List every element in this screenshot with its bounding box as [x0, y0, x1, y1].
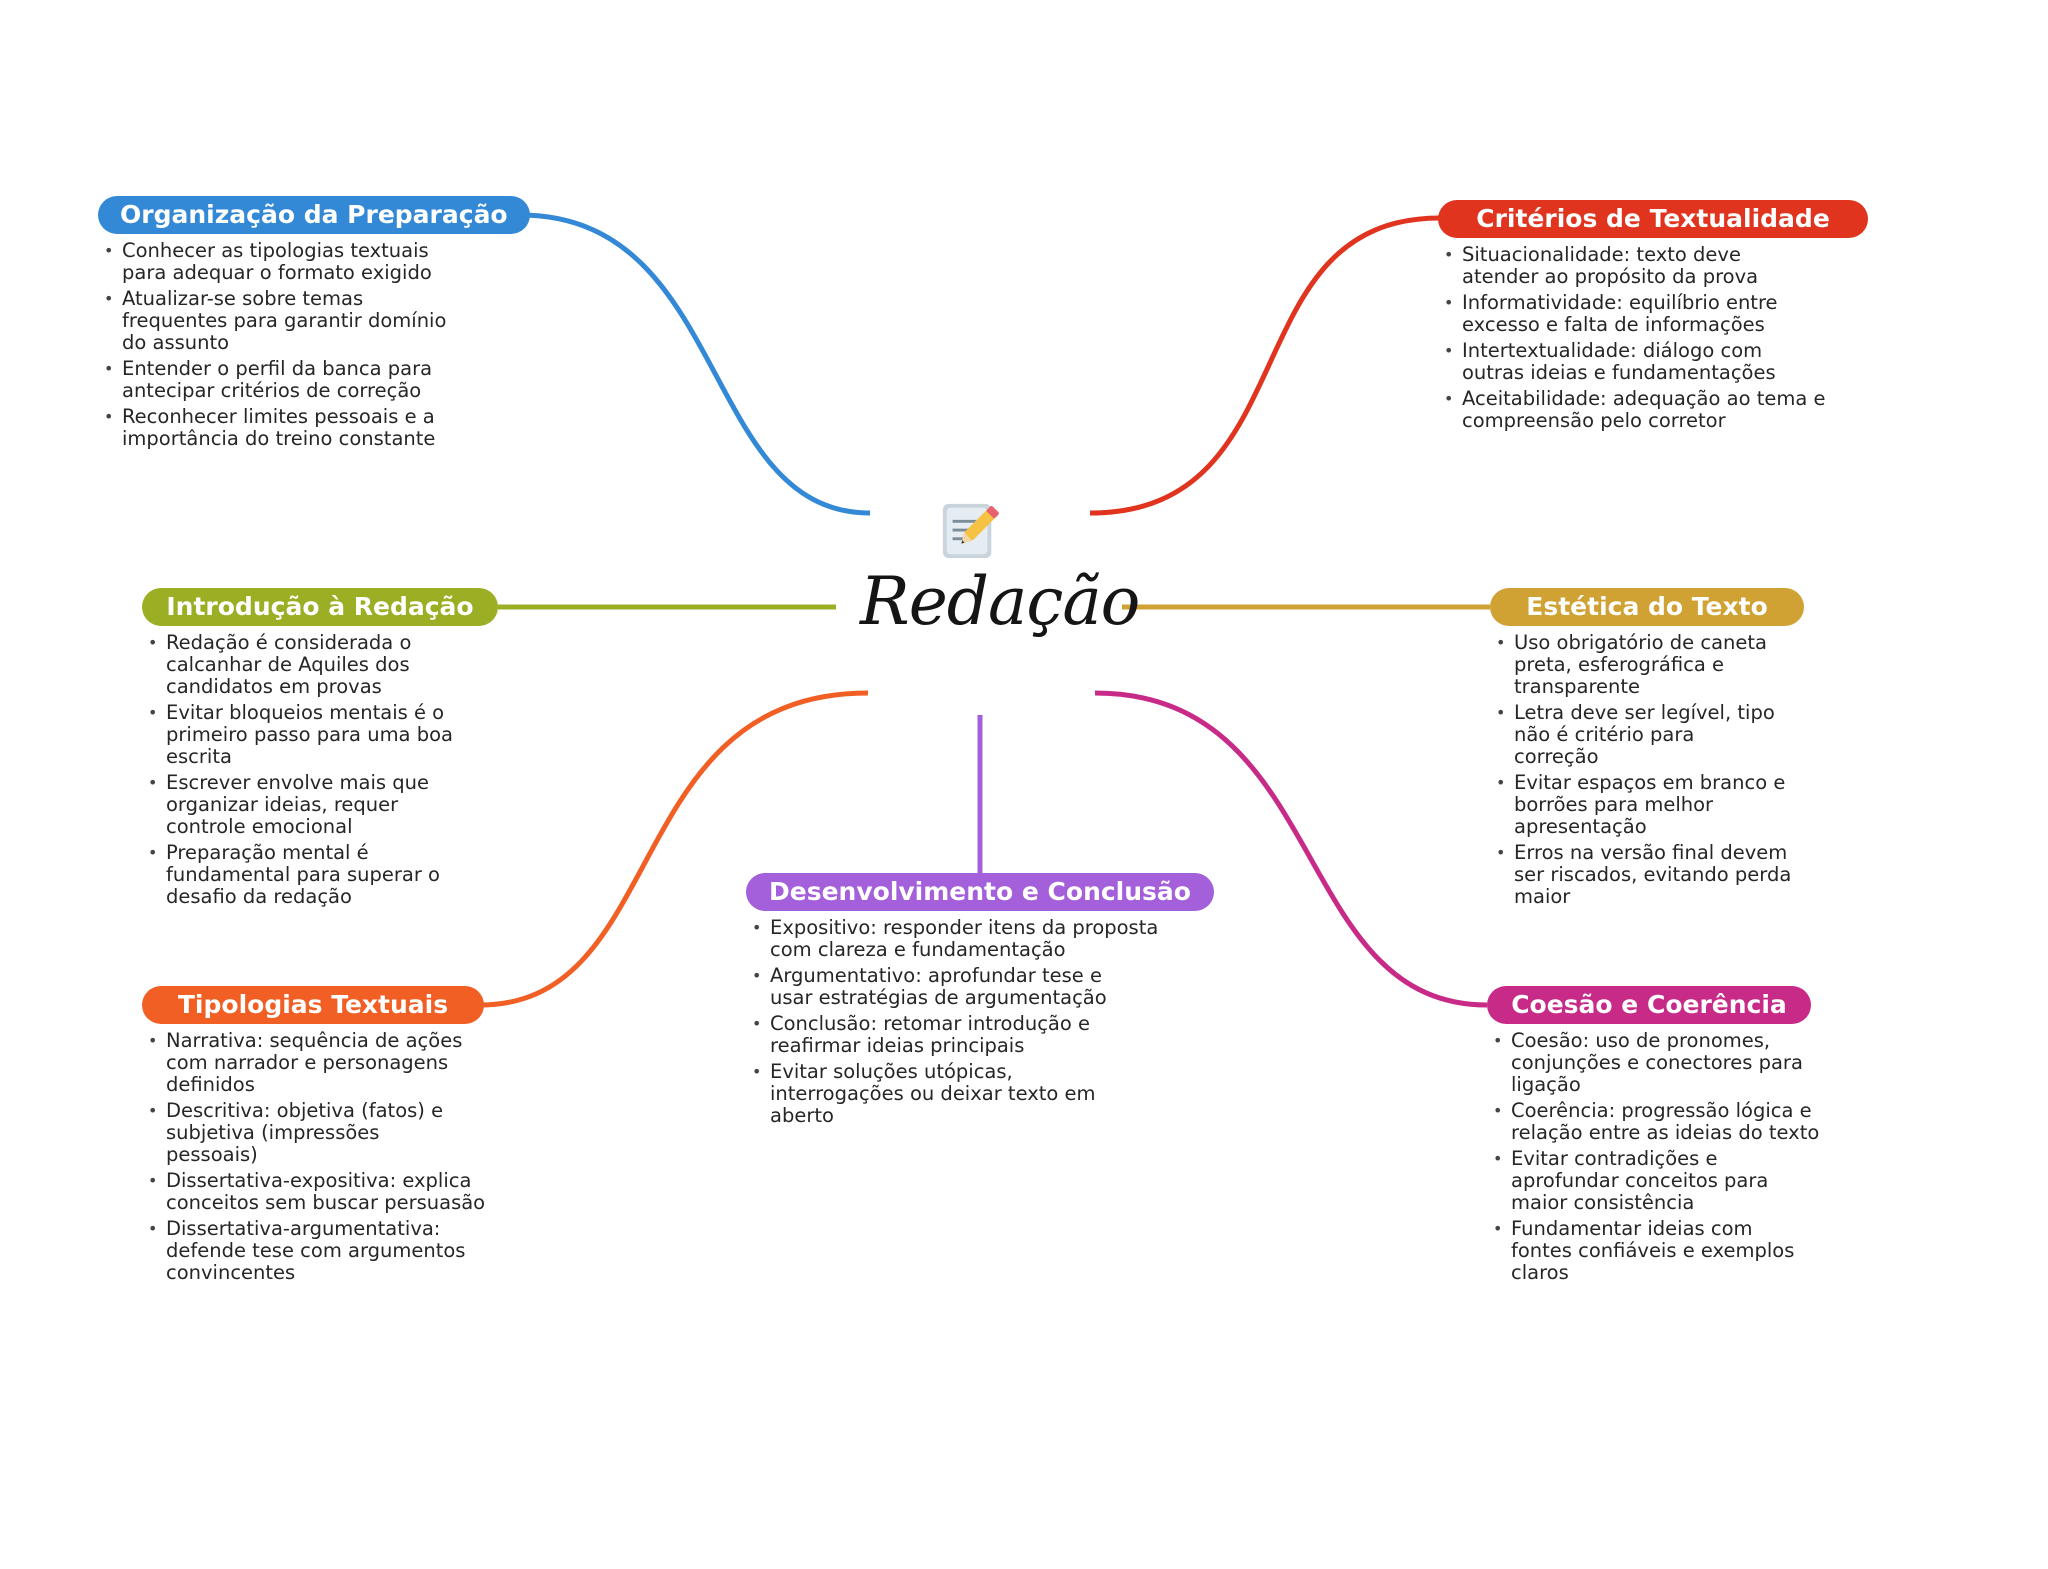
list-item: Dissertativa-expositiva: explica conceit… [142, 1170, 496, 1214]
topic-criterios-items: Situacionalidade: texto deve atender ao … [1438, 244, 1868, 432]
list-item: Preparação mental é fundamental para sup… [142, 842, 486, 908]
topic-desenvolvimento-items: Expositivo: responder itens da proposta … [746, 917, 1216, 1127]
list-item: Atualizar-se sobre temas frequentes para… [98, 288, 462, 354]
central-title: Redação [860, 563, 1140, 640]
list-item: Informatividade: equilíbrio entre excess… [1438, 292, 1822, 336]
list-item: Evitar espaços em branco e borrões para … [1490, 772, 1814, 838]
topic-tipologias: Tipologias Textuais Narrativa: sequência… [142, 986, 492, 1288]
topic-criterios-label[interactable]: Critérios de Textualidade [1438, 200, 1868, 238]
topic-tipologias-label[interactable]: Tipologias Textuais [142, 986, 484, 1024]
list-item: Fundamentar ideias com fontes confiáveis… [1487, 1218, 1811, 1284]
connector-tipologias [479, 690, 869, 1008]
topic-organizacao-label[interactable]: Organização da Preparação [98, 196, 530, 234]
list-item: Intertextualidade: diálogo com outras id… [1438, 340, 1822, 384]
list-item: Uso obrigatório de caneta preta, esferog… [1490, 632, 1809, 698]
list-item: Coerência: progressão lógica e relação e… [1487, 1100, 1821, 1144]
list-item: Conhecer as tipologias textuais para ade… [98, 240, 462, 284]
topic-coesao: Coesão e Coerência Coesão: uso de pronom… [1487, 986, 1827, 1288]
topic-criterios: Critérios de Textualidade Situacionalida… [1438, 200, 1868, 436]
topic-estetica-label[interactable]: Estética do Texto [1490, 588, 1804, 626]
list-item: Coesão: uso de pronomes, conjunções e co… [1487, 1030, 1841, 1096]
connector-coesao [1094, 690, 1488, 1008]
list-item: Expositivo: responder itens da proposta … [746, 917, 1200, 961]
topic-desenvolvimento-label[interactable]: Desenvolvimento e Conclusão [746, 873, 1214, 911]
topic-estetica-items: Uso obrigatório de caneta preta, esferog… [1490, 632, 1810, 908]
topic-introducao-items: Redação é considerada o calcanhar de Aqu… [142, 632, 502, 908]
list-item: Descritiva: objetiva (fatos) e subjetiva… [142, 1100, 456, 1166]
list-item: Escrever envolve mais que organizar idei… [142, 772, 466, 838]
topic-tipologias-items: Narrativa: sequência de ações com narrad… [142, 1030, 492, 1284]
list-item: Dissertativa-argumentativa: defende tese… [142, 1218, 496, 1284]
topic-coesao-items: Coesão: uso de pronomes, conjunções e co… [1487, 1030, 1827, 1284]
list-item: Evitar soluções utópicas, interrogações … [746, 1061, 1140, 1127]
topic-introducao-label[interactable]: Introdução à Redação [142, 588, 498, 626]
topic-estetica: Estética do Texto Uso obrigatório de can… [1490, 588, 1810, 912]
topic-desenvolvimento: Desenvolvimento e Conclusão Expositivo: … [746, 873, 1216, 1131]
list-item: Reconhecer limites pessoais e a importân… [98, 406, 462, 450]
memo-pencil-icon [942, 503, 999, 559]
topic-organizacao-items: Conhecer as tipologias textuais para ade… [98, 240, 528, 450]
topic-coesao-label[interactable]: Coesão e Coerência [1487, 986, 1811, 1024]
connector-organizacao [519, 212, 871, 516]
list-item: Aceitabilidade: adequação ao tema e comp… [1438, 388, 1862, 432]
list-item: Situacionalidade: texto deve atender ao … [1438, 244, 1822, 288]
list-item: Argumentativo: aprofundar tese e usar es… [746, 965, 1150, 1009]
connector-criterios [1089, 215, 1441, 516]
topic-introducao: Introdução à Redação Redação é considera… [142, 588, 502, 912]
list-item: Letra deve ser legível, tipo não é crité… [1490, 702, 1784, 768]
list-item: Evitar contradições e aprofundar conceit… [1487, 1148, 1811, 1214]
list-item: Conclusão: retomar introdução e reafirma… [746, 1013, 1150, 1057]
list-item: Narrativa: sequência de ações com narrad… [142, 1030, 496, 1096]
list-item: Erros na versão final devem ser riscados… [1490, 842, 1814, 908]
topic-organizacao: Organização da Preparação Conhecer as ti… [98, 196, 530, 454]
central-topic[interactable]: Redação [860, 500, 1140, 650]
list-item: Entender o perfil da banca para antecipa… [98, 358, 462, 402]
list-item: Evitar bloqueios mentais é o primeiro pa… [142, 702, 486, 768]
list-item: Redação é considerada o calcanhar de Aqu… [142, 632, 466, 698]
